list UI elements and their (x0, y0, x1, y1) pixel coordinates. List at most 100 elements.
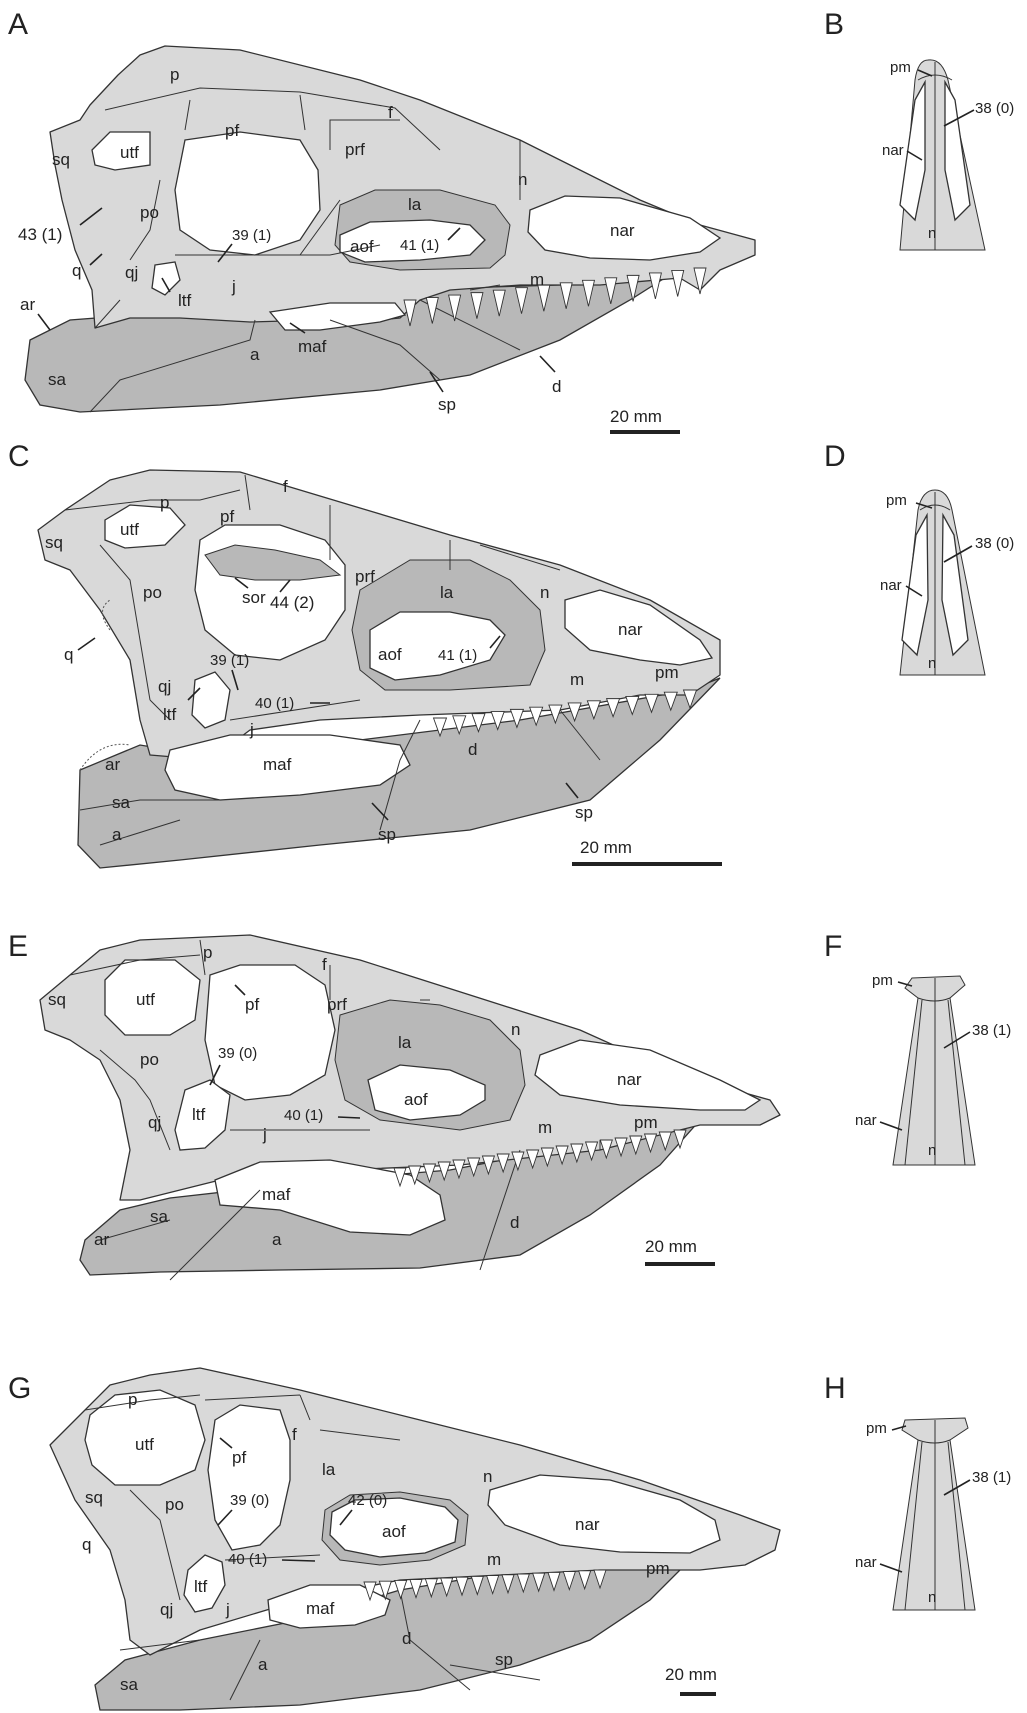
label-quadrate-g: q (82, 1535, 91, 1554)
label-premaxilla-d: pm (886, 492, 907, 509)
snout-dorsal-f (893, 976, 975, 1165)
label-articular-a: ar (20, 295, 35, 314)
label-char-39-g: 39 (0) (230, 1492, 269, 1509)
label-nasal-a: n (518, 170, 527, 189)
label-jugal-e: j (262, 1125, 267, 1144)
label-prefrontal-c: prf (355, 567, 375, 586)
label-splenial-a: sp (438, 395, 456, 414)
label-naris-g: nar (575, 1515, 600, 1534)
label-char-38-f: 38 (1) (972, 1022, 1011, 1039)
label-angular-a: a (250, 345, 260, 364)
label-char-38-d: 38 (0) (975, 535, 1014, 552)
label-maf-e: maf (262, 1185, 291, 1204)
label-frontal-a: f (388, 103, 393, 122)
label-lacrimal-a: la (408, 195, 422, 214)
panel-h: H pm 38 (1) nar n (824, 1372, 1011, 1610)
label-char-41-a: 41 (1) (400, 237, 439, 254)
label-nasal-c: n (540, 583, 549, 602)
label-naris-d: nar (880, 577, 902, 594)
label-nasal-e: n (511, 1020, 520, 1039)
label-nasal-d: n (928, 655, 936, 672)
label-nasal-f: n (928, 1142, 936, 1159)
label-parietal-a: p (170, 65, 179, 84)
label-ltf-e: ltf (192, 1105, 206, 1124)
label-maxilla-e: m (538, 1118, 552, 1137)
label-maf-c: maf (263, 755, 292, 774)
label-premaxilla-g: pm (646, 1559, 670, 1578)
label-squamosal-g: sq (85, 1488, 103, 1507)
label-maf-a: maf (298, 337, 327, 356)
panel-letter-g: G (8, 1372, 31, 1405)
panel-letter-a: A (8, 8, 28, 41)
scale-label-c: 20 mm (580, 838, 632, 857)
label-angular-e: a (272, 1230, 282, 1249)
label-aof-c: aof (378, 645, 402, 664)
label-nasal-h: n (928, 1589, 936, 1606)
label-aof-a: aof (350, 237, 374, 256)
label-frontal-e: f (322, 955, 327, 974)
label-premaxilla-f: pm (872, 972, 893, 989)
label-maxilla-g: m (487, 1550, 501, 1569)
panel-d: D pm 38 (0) nar n (824, 440, 1014, 675)
label-surangular-e: sa (150, 1207, 169, 1226)
label-postorbital-c: po (143, 583, 162, 602)
label-char-40-c: 40 (1) (255, 695, 294, 712)
label-nasal-b: n (928, 225, 936, 242)
label-char-40-g: 40 (1) (228, 1551, 267, 1568)
label-char-40-e: 40 (1) (284, 1107, 323, 1124)
label-postorbital-e: po (140, 1050, 159, 1069)
label-premaxilla-c: pm (655, 663, 679, 682)
label-dentary-c: d (468, 740, 477, 759)
label-surangular-a: sa (48, 370, 67, 389)
label-naris-h: nar (855, 1554, 877, 1571)
label-premaxilla-h: pm (866, 1420, 887, 1437)
label-postfrontal-a: pf (225, 121, 239, 140)
panel-b: B pm 38 (0) nar n (824, 8, 1014, 250)
label-naris-c: nar (618, 620, 643, 639)
label-utf-c: utf (120, 520, 139, 539)
label-squamosal-a: sq (52, 150, 70, 169)
label-naris-e: nar (617, 1070, 642, 1089)
label-parietal-e: p (203, 943, 212, 962)
label-dentary-g: d (402, 1629, 411, 1648)
label-lacrimal-e: la (398, 1033, 412, 1052)
label-articular-e: ar (94, 1230, 109, 1249)
label-jugal-a: j (231, 277, 236, 296)
label-naris-b: nar (882, 142, 904, 159)
label-utf-g: utf (135, 1435, 154, 1454)
label-quadratojugal-c: qj (158, 677, 171, 696)
label-naris-a: nar (610, 221, 635, 240)
label-angular-c: a (112, 825, 122, 844)
label-angular-g: a (258, 1655, 268, 1674)
label-char-39-c: 39 (1) (210, 652, 249, 669)
label-maf-g: maf (306, 1599, 335, 1618)
label-postorbital-a: po (140, 203, 159, 222)
snout-dorsal-h (893, 1418, 975, 1610)
label-aof-g: aof (382, 1522, 406, 1541)
label-ltf-c: ltf (163, 705, 177, 724)
label-maxilla-c: m (570, 670, 584, 689)
label-char-39-a: 39 (1) (232, 227, 271, 244)
panel-letter-c: C (8, 440, 30, 473)
label-char-38-h: 38 (1) (972, 1469, 1011, 1486)
label-quadratojugal-e: qj (148, 1113, 161, 1132)
label-postorbital-g: po (165, 1495, 184, 1514)
scale-label-e: 20 mm (645, 1237, 697, 1256)
label-nasal-g: n (483, 1467, 492, 1486)
scale-label-g: 20 mm (665, 1665, 717, 1684)
label-supraorbital-c: sor (242, 588, 266, 607)
label-surangular-c: sa (112, 793, 131, 812)
label-parietal-c: p (160, 493, 169, 512)
label-frontal-g: f (292, 1425, 297, 1444)
panel-letter-f: F (824, 930, 842, 963)
panel-g: G p utf pf f la n sq po 39 (0) 42 (0) ao… (8, 1368, 780, 1710)
label-char-43-a: 43 (1) (18, 225, 62, 244)
label-quadratojugal-a: qj (125, 263, 138, 282)
label-char-39-e: 39 (0) (218, 1045, 257, 1062)
label-ltf-a: ltf (178, 291, 192, 310)
label-aof-e: aof (404, 1090, 428, 1109)
label-frontal-c: f (283, 477, 288, 496)
panel-e: E p f sq utf pf prf la n po 39 (0) nar a… (8, 930, 780, 1280)
label-parietal-g: p (128, 1390, 137, 1409)
